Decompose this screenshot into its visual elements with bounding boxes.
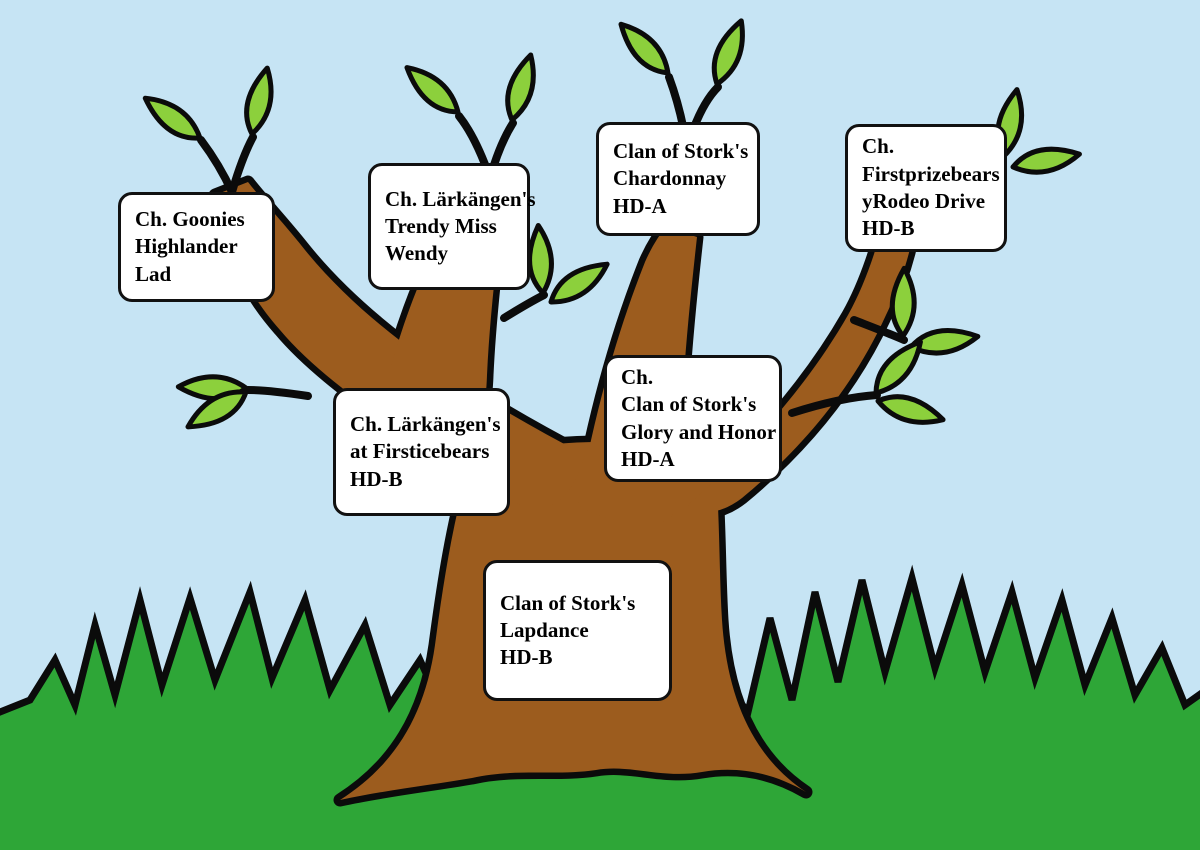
node-text-line: Lad <box>135 261 172 286</box>
node-text-line: yRodeo Drive <box>862 189 986 213</box>
node-text-line: HD-B <box>350 466 403 491</box>
node-text-line: Trendy Miss <box>385 213 497 238</box>
node-text-line: Ch. <box>862 134 895 159</box>
node-text-line: Ch. Lärkängen's <box>385 186 536 211</box>
node-text-line: HD-A <box>613 193 667 218</box>
pedigree-node-clan-of-storks-chardonnay: Clan of Stork's Chardonnay HD-A <box>596 122 760 236</box>
node-text-line: Ch. Goonies <box>135 207 245 232</box>
node-text-line: Firstprizebears <box>862 161 1000 186</box>
node-text-line: HD-B <box>500 645 553 670</box>
node-text-line: Clan of Stork's <box>613 139 749 164</box>
node-text-line: Clan of Stork's <box>500 590 636 615</box>
pedigree-node-larkangens-at-firsticebears: Ch. Lärkängen's at Firsticebears HD-B <box>333 388 510 516</box>
node-text-line: Lapdance <box>500 617 589 642</box>
pedigree-node-clan-of-storks-lapdance: Clan of Stork's Lapdance HD-B <box>483 560 672 701</box>
node-text-line: Chardonnay <box>613 166 727 191</box>
pedigree-node-firstprizebears-rodeo-drive: Ch. Firstprizebears yRodeo Drive HD-B <box>845 124 1007 252</box>
node-text-line: Wendy <box>385 241 449 266</box>
node-text-line: HD-B <box>862 216 915 241</box>
node-text-line: at Firsticebears <box>350 439 490 464</box>
node-text-line: Clan of Stork's <box>621 392 757 417</box>
pedigree-node-larkangens-trendy-miss-wendy: Ch. Lärkängen's Trendy Miss Wendy <box>368 163 536 290</box>
pedigree-node-clan-of-storks-glory-and-honor: Ch. Clan of Stork's Glory and Honor HD-A <box>604 355 782 482</box>
node-text-line: HD-A <box>621 446 675 471</box>
pedigree-node-goonies-highlander-lad: Ch. Goonies Highlander Lad <box>118 192 275 302</box>
node-text-line: Glory and Honor <box>621 419 777 444</box>
node-text-line: Ch. <box>621 364 654 389</box>
node-text-line: Highlander <box>135 234 238 259</box>
node-text-line: Ch. Lärkängen's <box>350 412 501 437</box>
